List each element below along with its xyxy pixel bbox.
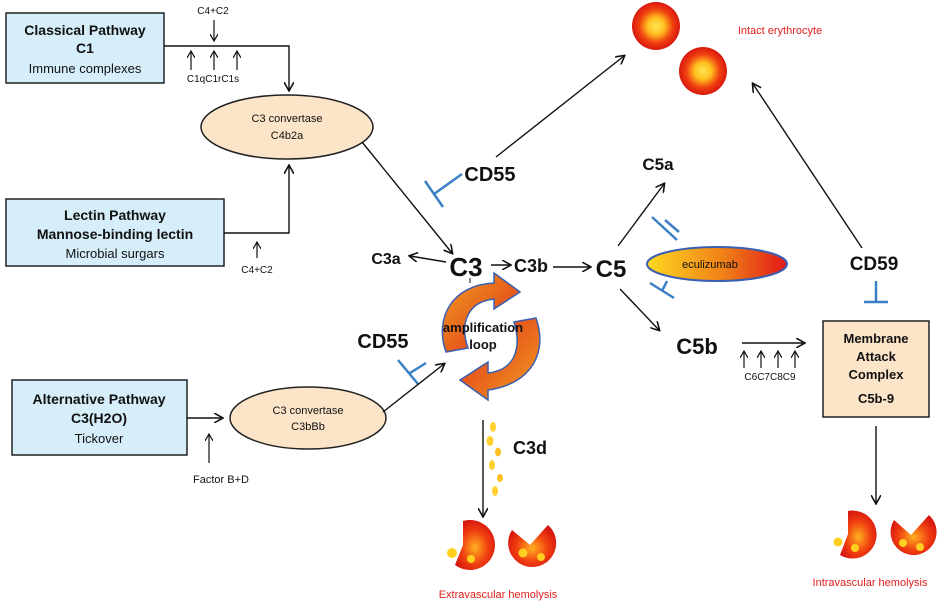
c3-convertase-c3bbb: C3 convertase C3bBb xyxy=(229,386,387,450)
classical-pathway-box: Classical Pathway C1 Immune complexes xyxy=(5,12,165,84)
c3-convertase-c4b2a: C3 convertase C4b2a xyxy=(200,94,374,160)
cd59-inhibition xyxy=(864,281,888,304)
classical-top-input: C4+C2 xyxy=(197,6,229,17)
intravascular-label: Intravascular hemolysis xyxy=(813,577,928,589)
c1-component-arrows xyxy=(191,52,237,70)
alternative-detail: Tickover xyxy=(75,431,124,446)
lectin-detail: Microbial surgars xyxy=(66,246,165,261)
alternative-subtitle: C3(H2O) xyxy=(71,410,127,426)
c3a-label: C3a xyxy=(371,251,400,268)
c6-c9-arrows xyxy=(744,352,795,368)
intravascular-lysed-cells-icon xyxy=(833,510,937,559)
convertase-alternative-line1: C3 convertase xyxy=(273,405,344,417)
cd55-bottom-label: CD55 xyxy=(357,331,408,353)
c5b-label: C5b xyxy=(676,334,718,359)
convertase-alternative-line2: C3bBb xyxy=(291,421,325,433)
c3-label: C3 xyxy=(449,252,482,282)
alternative-pathway-box: Alternative Pathway C3(H2O) Tickover xyxy=(11,379,188,456)
arrow-to-intact-erythrocyte xyxy=(495,56,624,158)
cd59-label: CD59 xyxy=(850,254,899,275)
convertase-classical-line1: C3 convertase xyxy=(252,113,323,125)
cd55-top-inhibition xyxy=(423,172,463,208)
mac-line2: Attack xyxy=(856,349,897,364)
c3b-label: C3b xyxy=(514,256,548,276)
mac-line3: Complex xyxy=(849,367,905,382)
lectin-title: Lectin Pathway xyxy=(64,207,166,223)
mac-line4: C5b-9 xyxy=(858,391,894,406)
eculizumab-c5b-inhibition xyxy=(649,280,675,300)
arrow-convertase-to-c3 xyxy=(361,141,452,253)
extravascular-label: Extravascular hemolysis xyxy=(439,589,558,601)
membrane-attack-complex-box: Membrane Attack Complex C5b-9 xyxy=(822,320,930,418)
eculizumab-c5a-inhibition xyxy=(651,216,680,241)
c3d-particles-icon xyxy=(486,422,503,496)
arrow-c5-to-c5a xyxy=(617,184,664,247)
intact-erythrocyte-icon xyxy=(632,2,727,95)
alternative-input: Factor B+D xyxy=(193,474,249,486)
classical-title: Classical Pathway xyxy=(24,22,146,38)
amplification-loop-icon: amplification loop xyxy=(441,271,541,402)
lectin-subtitle: Mannose-binding lectin xyxy=(37,226,193,242)
eculizumab-label: eculizumab xyxy=(682,259,738,271)
eculizumab-drug: eculizumab xyxy=(646,246,788,282)
classical-subtitle: C1 xyxy=(76,40,94,56)
alternative-title: Alternative Pathway xyxy=(32,391,165,407)
loop-label: loop xyxy=(469,337,496,352)
classical-components: C1qC1rC1s xyxy=(187,74,239,85)
arrow-to-intact-erythrocyte-right xyxy=(753,84,863,249)
classical-detail: Immune complexes xyxy=(29,61,142,76)
amplification-label: amplification xyxy=(443,320,523,335)
cd55-bottom-inhibition xyxy=(397,359,427,385)
cd55-top-label: CD55 xyxy=(464,164,515,186)
intact-erythrocyte-label: Intact erythrocyte xyxy=(738,25,822,37)
mac-line1: Membrane xyxy=(843,331,908,346)
extravascular-lysed-cells-icon xyxy=(447,520,557,571)
arrow-c5-to-c5b xyxy=(619,288,659,330)
lectin-pathway-box: Lectin Pathway Mannose-binding lectin Mi… xyxy=(5,198,225,267)
mac-components-label: C6C7C8C9 xyxy=(744,372,796,383)
arrow-alt-convertase-to-loop xyxy=(382,364,444,413)
lectin-input: C4+C2 xyxy=(241,265,273,276)
c5-label: C5 xyxy=(596,256,627,283)
arrow-lectin-to-convertase xyxy=(224,166,289,234)
convertase-classical-line2: C4b2a xyxy=(271,130,304,142)
c5a-label: C5a xyxy=(642,155,674,174)
arrow-c3-to-c3a xyxy=(410,256,447,263)
c3d-label: C3d xyxy=(513,438,547,458)
arrow-classical-to-convertase xyxy=(164,45,289,90)
